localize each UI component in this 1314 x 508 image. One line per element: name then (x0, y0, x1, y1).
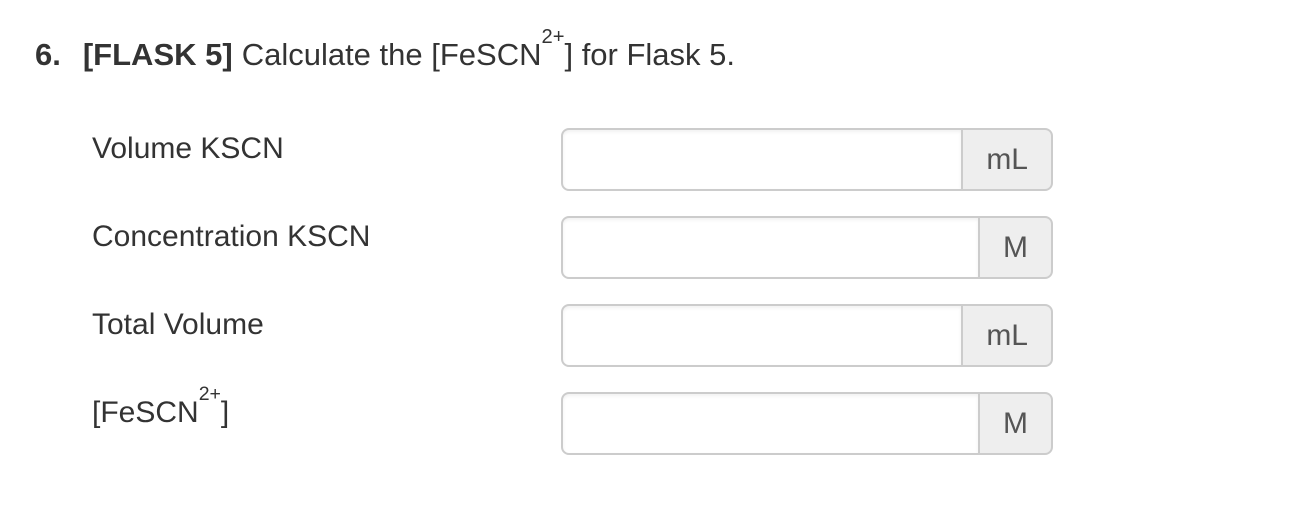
form-row-total-volume: Total Volume mL (92, 304, 1053, 367)
total-volume-unit-addon: mL (963, 304, 1053, 367)
question-text-end: ] for Flask 5. (564, 37, 736, 72)
form-row-concentration-kscn: Concentration KSCN M (92, 216, 1053, 279)
concentration-kscn-input-group: M (561, 216, 1053, 279)
fescn-input-group: M (561, 392, 1053, 455)
fescn-input[interactable] (561, 392, 980, 455)
total-volume-label: Total Volume (92, 308, 264, 341)
question-heading: 6. [FLASK 5]Calculate the [FeSCN2+] for F… (35, 27, 736, 73)
fescn-unit-addon: M (980, 392, 1053, 455)
total-volume-input-group: mL (561, 304, 1053, 367)
fescn-label: [FeSCN2+] (92, 383, 230, 429)
form-row-fescn: [FeSCN2+] M (92, 383, 1053, 455)
concentration-kscn-input[interactable] (561, 216, 980, 279)
form-row-volume-kscn: Volume KSCN mL (92, 128, 1053, 191)
question-flask-tag: [FLASK 5] (82, 37, 233, 72)
total-volume-input[interactable] (561, 304, 964, 367)
volume-kscn-label: Volume KSCN (92, 132, 284, 165)
volume-kscn-unit-addon: mL (963, 128, 1053, 191)
concentration-kscn-unit-addon: M (980, 216, 1053, 279)
volume-kscn-input-group: mL (561, 128, 1053, 191)
concentration-kscn-label: Concentration KSCN (92, 220, 371, 253)
question-text: Calculate the [FeSCN (241, 37, 542, 72)
question-superscript: 2+ (541, 25, 565, 48)
volume-kscn-input[interactable] (561, 128, 964, 191)
question-number: 6. (35, 37, 61, 72)
